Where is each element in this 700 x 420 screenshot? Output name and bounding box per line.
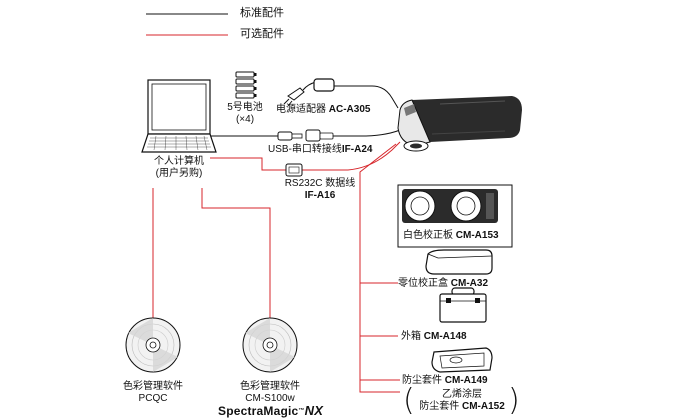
zero-calibration-box-icon <box>425 249 493 275</box>
zero-cal-label: 零位校正盒 CM-A32 <box>398 278 488 290</box>
outer-case-label: 外箱 CM-A148 <box>401 331 467 343</box>
usb-converter-icon <box>277 129 334 142</box>
usb-model: IF-A24 <box>341 144 373 155</box>
rs232-label: RS232C 数据线 IF-A16 <box>270 178 370 202</box>
software2-name: 色彩管理软件 <box>240 381 300 392</box>
rs232-connector-icon <box>285 163 303 177</box>
standard-connections <box>210 85 401 137</box>
carrying-case-icon <box>439 287 487 323</box>
battery-icon <box>235 71 257 99</box>
pc-label-line1: 个人计算机 <box>154 156 204 167</box>
adapter-model: AC-A305 <box>328 104 371 115</box>
pc-label: 个人计算机 (用户另购) <box>136 156 222 180</box>
legend-optional-label: 可选配件 <box>240 28 284 40</box>
zero-cal-model: CM-A32 <box>450 278 489 289</box>
adapter-name: 电源适配器 <box>276 104 326 115</box>
dust-cover-label: 防尘套件 CM-A149 <box>402 375 488 387</box>
battery-label-line1: 5号电池 <box>227 102 263 113</box>
spectrophotometer-icon <box>397 96 522 152</box>
software1-label: 色彩管理软件 PCQC <box>110 381 196 405</box>
pe-cover-line1: 乙烯涂层 <box>442 389 482 400</box>
cd-icon-spectramagic <box>242 317 298 373</box>
pc-label-line2: (用户另购) <box>155 168 203 179</box>
pe-cover-left-paren: ( <box>403 383 415 418</box>
laptop-icon <box>141 79 217 153</box>
software2-model: CM-S100w <box>245 393 295 404</box>
software2-brand-tm: ™ <box>298 408 305 414</box>
pe-cover-right-paren: ) <box>508 383 520 418</box>
outer-case-name: 外箱 <box>401 331 421 342</box>
dust-cover-model: CM-A149 <box>444 375 488 386</box>
white-cal-name: 白色校正板 <box>403 230 453 241</box>
software2-label: 色彩管理软件 CM-S100w SpectraMagic™NX <box>218 381 324 418</box>
dust-cover-name: 防尘套件 <box>402 375 442 386</box>
dust-cover-icon <box>431 347 493 373</box>
usb-label: USB-串口转接线IF-A24 <box>268 144 372 156</box>
optional-connections <box>152 141 401 393</box>
legend-standard-label: 标准配件 <box>240 7 284 19</box>
battery-label-line2: (×4) <box>235 114 255 125</box>
outer-case-model: CM-A148 <box>423 331 467 342</box>
pe-cover-model: CM-A152 <box>461 401 505 412</box>
zero-cal-name: 零位校正盒 <box>398 278 448 289</box>
software1-name: 色彩管理软件 <box>123 381 183 392</box>
software2-brand: SpectraMagic™NX <box>218 403 324 418</box>
white-cal-model: CM-A153 <box>455 230 499 241</box>
usb-name: USB-串口转接线 <box>268 144 342 155</box>
pe-cover-line2: 防尘套件 <box>419 401 460 412</box>
software2-brand-suffix: NX <box>304 403 324 418</box>
software1-model: PCQC <box>138 393 168 404</box>
cd-icon-pcqc <box>125 317 181 373</box>
adapter-label: 电源适配器 AC-A305 <box>276 104 370 116</box>
rs232-model: IF-A16 <box>304 190 336 201</box>
pe-cover-label: 乙烯涂层 防尘套件 CM-A152 <box>414 389 510 413</box>
rs232-name: RS232C 数据线 <box>284 178 356 189</box>
battery-label: 5号电池 (×4) <box>222 102 268 126</box>
ac-adapter-icon <box>283 78 335 107</box>
software2-brand-text: SpectraMagic <box>218 404 299 418</box>
white-calibration-plate-icon <box>402 189 498 223</box>
white-cal-label: 白色校正板 CM-A153 <box>403 230 499 242</box>
